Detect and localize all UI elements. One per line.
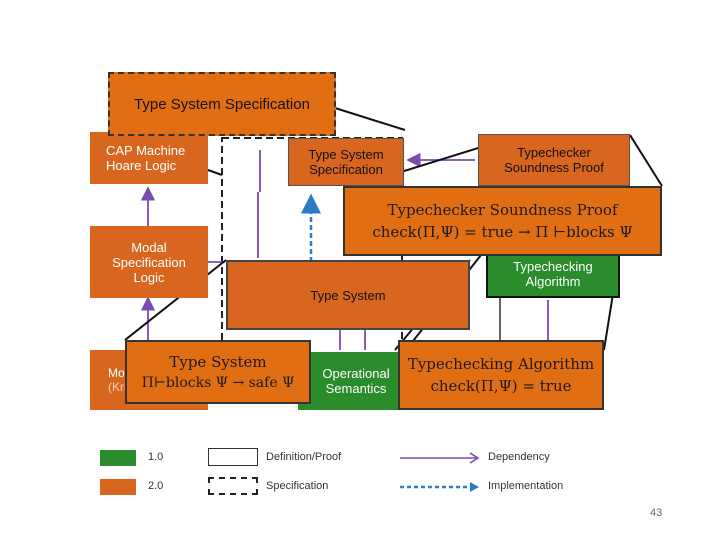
- modal-spec-line2: Specification: [112, 254, 186, 270]
- legend-implementation-arrow: [400, 482, 479, 492]
- cap-machine-line1: CAP Machine: [106, 143, 186, 158]
- callout-soundness: Typechecker Soundness Proof check(Π,Ψ) =…: [343, 186, 662, 256]
- operational-box: Operational Semantics: [298, 352, 414, 410]
- callout-line-2: [334, 107, 406, 131]
- legend-def-proof-label: Definition/Proof: [266, 451, 342, 463]
- legend-dependency-label: Dependency: [488, 451, 550, 463]
- callout-algorithm-formula: check(Π,Ψ) = true: [430, 377, 572, 395]
- legend-swatch-green: [100, 450, 136, 466]
- cap-machine-box: CAP Machine Hoare Logic: [90, 132, 208, 184]
- legend-spec-label: Specification: [266, 480, 329, 492]
- callout-type-system: Type System Π⊢blocks Ψ → safe Ψ: [125, 340, 311, 404]
- tss-line2: Specification: [309, 162, 383, 177]
- algorithm-box: Typechecking Algorithm: [486, 250, 620, 298]
- legend-v1-label: 1.0: [148, 451, 164, 463]
- algorithm-line1: Typechecking: [513, 259, 593, 274]
- algorithm-line2: Algorithm: [525, 274, 581, 289]
- cap-machine-line2: Hoare Logic: [106, 158, 177, 173]
- legend-swatch-orange: [100, 479, 136, 495]
- callout-type-system-title: Type System: [169, 353, 267, 371]
- operational-line1: Operational: [322, 366, 390, 381]
- modal-spec-line3: Logic: [133, 269, 165, 285]
- legend-solid-box: [208, 448, 258, 466]
- type-system-label: Type System: [310, 287, 386, 303]
- soundness-line2: Soundness Proof: [504, 160, 604, 175]
- soundness-box: Typechecker Soundness Proof: [478, 134, 630, 186]
- tss-box: Type System Specification: [288, 138, 404, 186]
- legend-v2-label: 2.0: [148, 480, 164, 492]
- modal-spec-line1: Modal: [131, 239, 167, 255]
- callout-algorithm: Typechecking Algorithm check(Π,Ψ) = true: [398, 340, 604, 410]
- type-system-box: Type System: [226, 260, 470, 330]
- callout-type-system-specification: Type System Specification: [108, 72, 336, 136]
- operational-line2: Semantics: [325, 381, 387, 396]
- modal-spec-box: Modal Specification Logic: [90, 226, 208, 298]
- callout-soundness-formula: check(Π,Ψ) = true → Π ⊢blocks Ψ: [372, 223, 633, 241]
- page-number: 43: [650, 507, 663, 519]
- callout-algorithm-title: Typechecking Algorithm: [407, 355, 595, 373]
- legend-dashed-box: [208, 477, 258, 495]
- callout-tss-label: Type System Specification: [134, 95, 310, 113]
- soundness-line1: Typechecker: [517, 145, 591, 160]
- legend-dependency-arrow: [400, 452, 480, 464]
- callout-soundness-title: Typechecker Soundness Proof: [387, 201, 618, 219]
- callout-line-4: [629, 134, 663, 187]
- tss-line1: Type System: [308, 147, 384, 162]
- callout-line-5: [124, 259, 227, 341]
- legend-implementation-label: Implementation: [488, 480, 564, 492]
- callout-type-system-formula: Π⊢blocks Ψ → safe Ψ: [141, 375, 295, 391]
